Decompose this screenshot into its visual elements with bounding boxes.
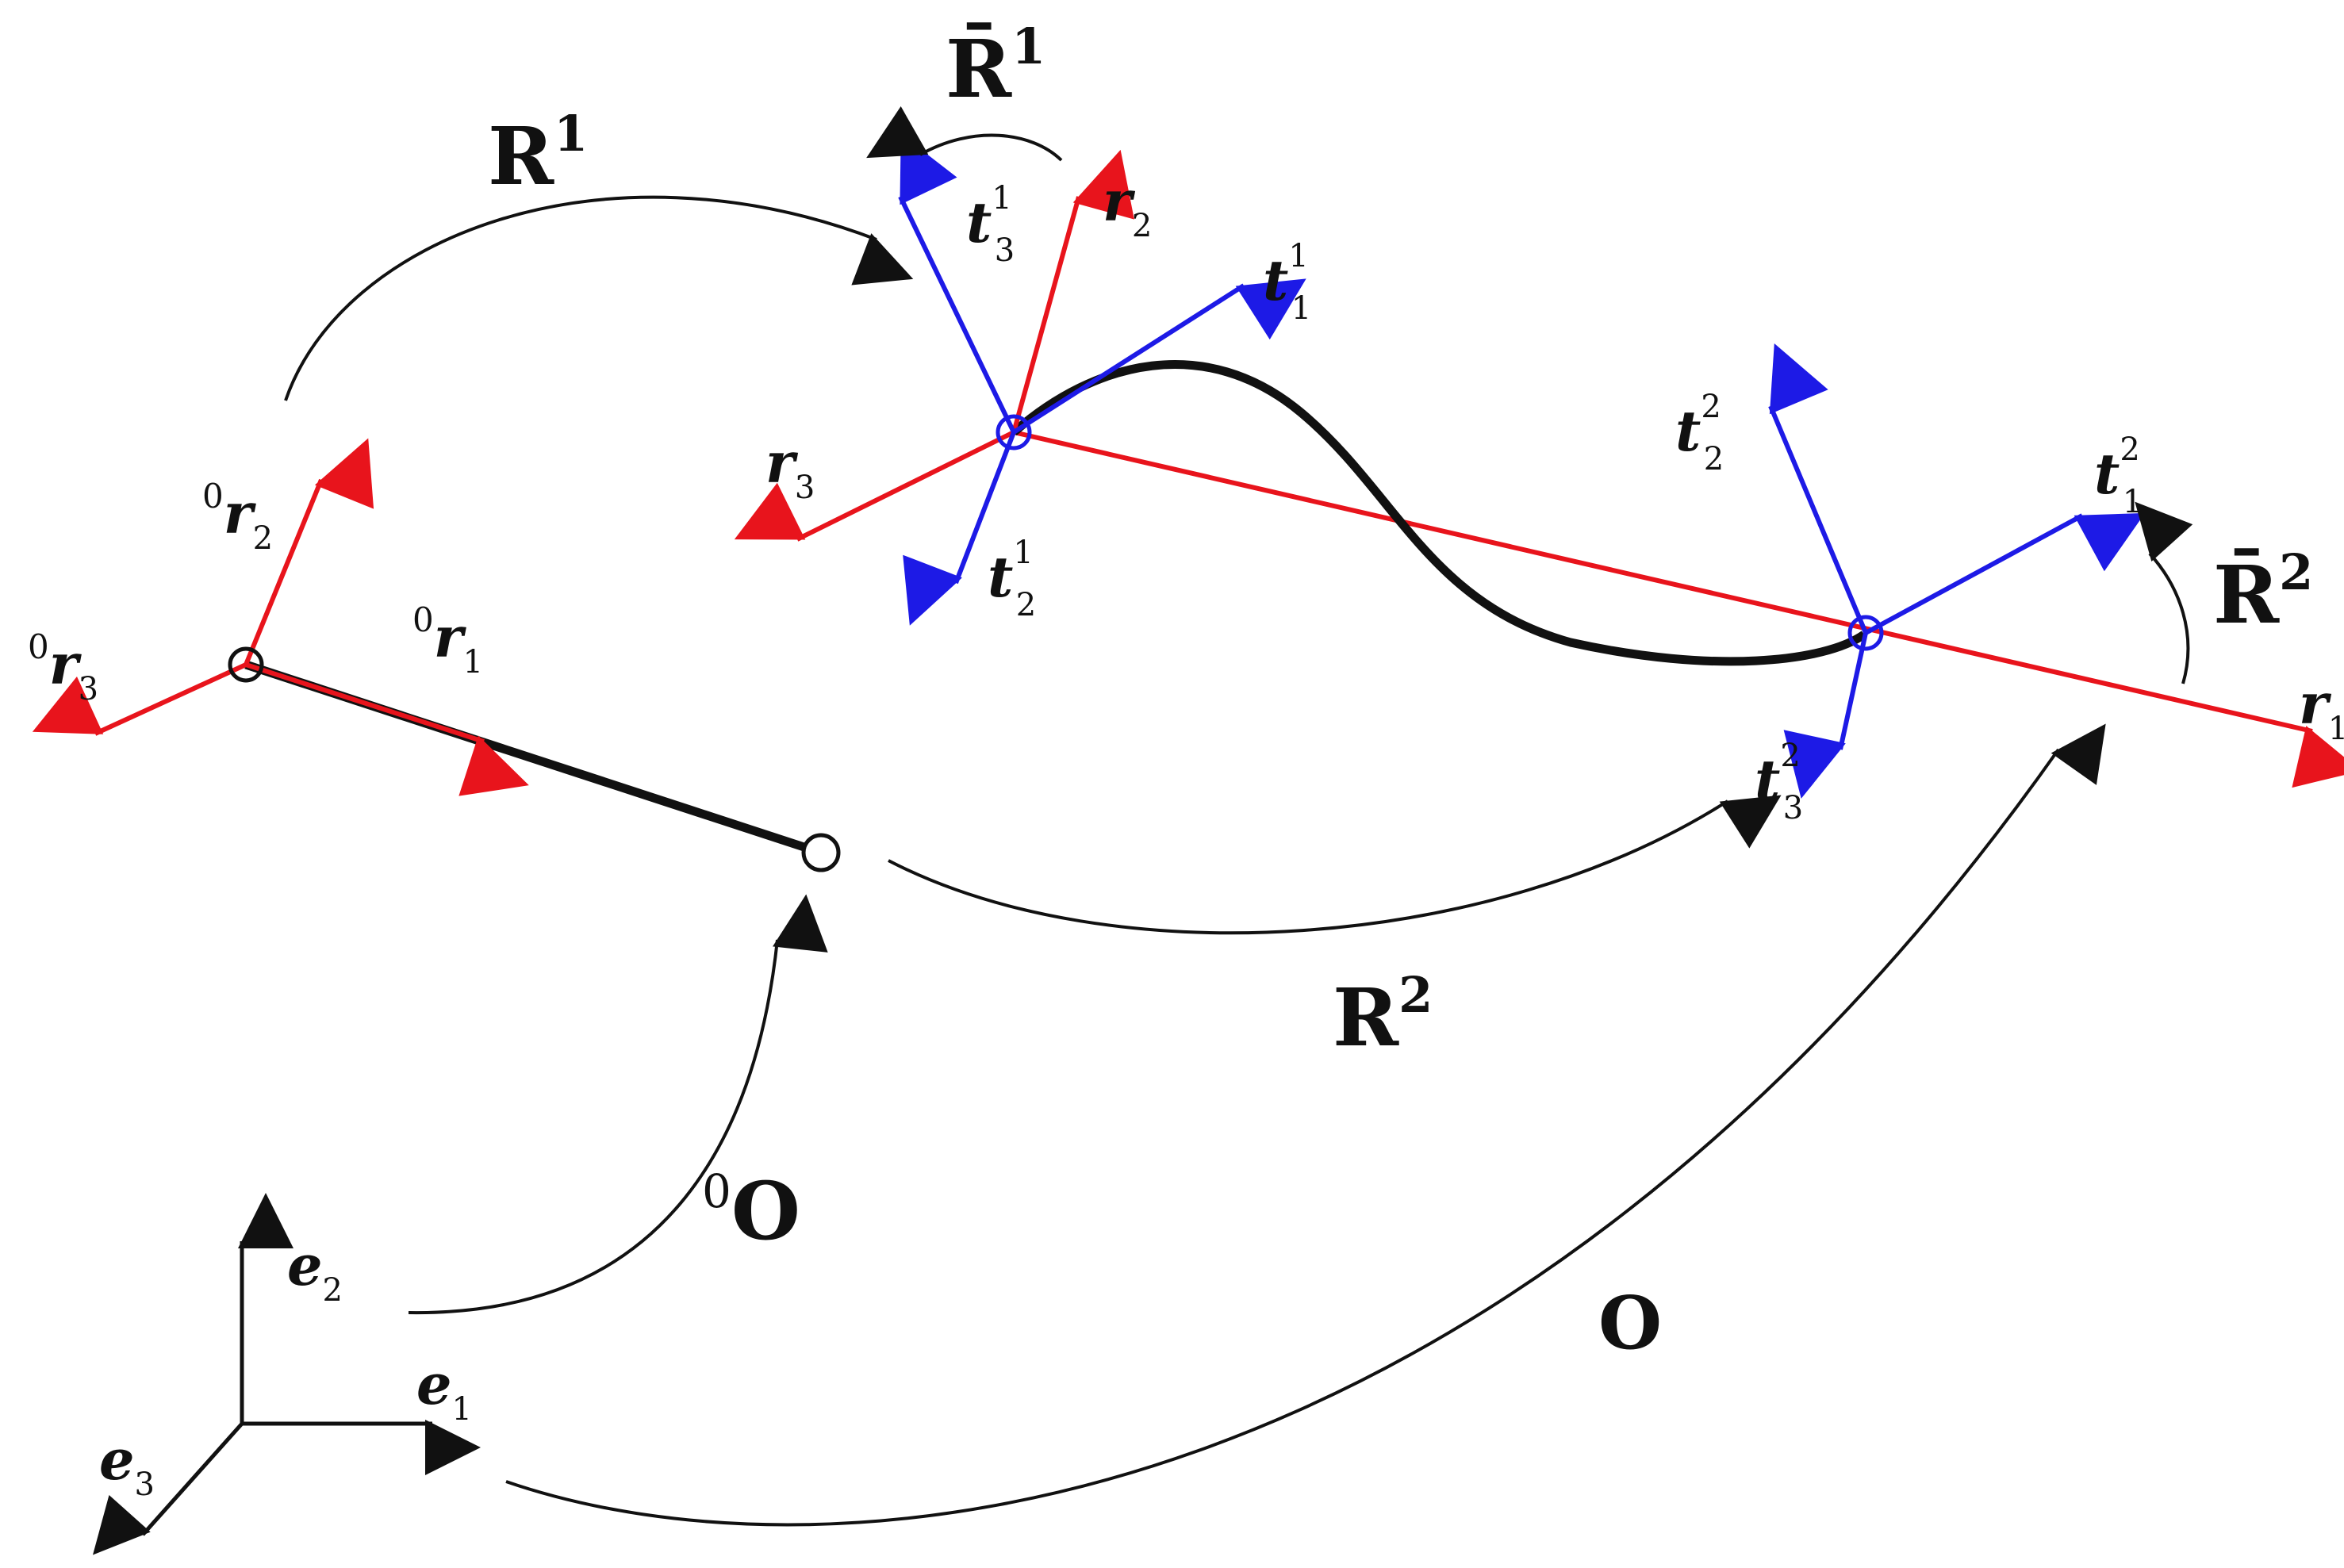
label-r2: r2 xyxy=(1103,168,1152,244)
label-r3-0: 0r3 xyxy=(28,627,98,707)
global-frame xyxy=(92,1193,481,1555)
label-R2: R2 xyxy=(1333,966,1433,1064)
e3-axis xyxy=(92,1422,244,1555)
deformed-beam xyxy=(1011,360,1867,666)
mapping-arrows xyxy=(284,106,2193,1527)
t1-1-axis xyxy=(1012,278,1306,435)
label-O0: 0O xyxy=(702,1164,800,1258)
current-node-2 xyxy=(1847,615,1884,651)
label-r2-0: 0r2 xyxy=(202,477,273,557)
label-O: O xyxy=(1598,1280,1662,1366)
t3-2-axis xyxy=(1783,632,1868,799)
t2-1-axis xyxy=(903,431,1016,626)
R2-arrow xyxy=(888,795,1782,935)
reference-node-2 xyxy=(801,833,841,872)
r2-0-axis xyxy=(244,438,374,666)
R1-arrow xyxy=(284,195,914,401)
label-r3: r3 xyxy=(765,430,815,506)
t1-2-axis xyxy=(1864,512,2146,635)
reference-configuration xyxy=(32,438,841,872)
label-e2: e2 xyxy=(287,1233,343,1309)
O-arrow xyxy=(505,723,2106,1527)
reference-node-1 xyxy=(228,646,264,683)
t3-1-axis xyxy=(898,133,1016,434)
current-configuration xyxy=(734,133,2344,799)
Rbar2-arrow xyxy=(2135,501,2193,684)
t2-2-axis xyxy=(1768,343,1868,634)
label-r1: r1 xyxy=(2299,671,2344,747)
Rbar1-arrow xyxy=(866,106,1063,162)
r3-axis xyxy=(734,430,1015,542)
label-Rbar1: R̄1 xyxy=(946,17,1045,116)
O0-arrow xyxy=(408,894,828,1315)
r1-axis xyxy=(1013,430,2344,788)
label-e1: e1 xyxy=(416,1351,472,1428)
r2-axis xyxy=(1011,149,1134,433)
label-e3: e3 xyxy=(99,1427,155,1503)
label-Rbar2: R̄2 xyxy=(2213,543,2313,642)
label-R1: R1 xyxy=(488,105,588,203)
label-r1-0: 0r1 xyxy=(412,600,483,680)
r3-0-axis xyxy=(32,662,247,736)
r1-0-axis xyxy=(245,662,529,796)
current-node-1 xyxy=(996,414,1032,450)
